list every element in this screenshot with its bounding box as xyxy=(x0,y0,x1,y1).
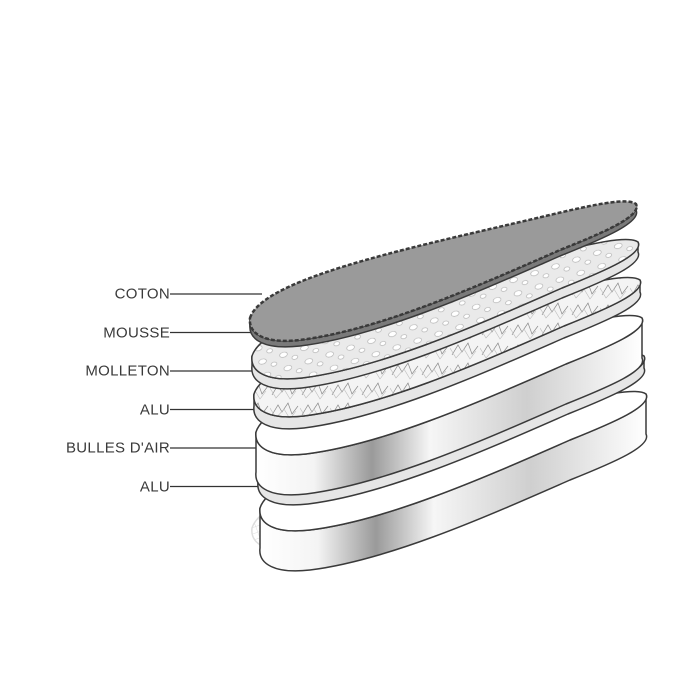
layer-label-bulles: BULLES D'AIR xyxy=(65,439,170,457)
layer-label-alu: ALU xyxy=(139,401,170,418)
layer-label-alu: ALU xyxy=(139,478,170,495)
layer-label-mousse: MOUSSE xyxy=(103,324,170,341)
layer-label-coton: COTON xyxy=(114,285,170,303)
layer-top-coton xyxy=(248,200,638,343)
layer-label-molleton: MOLLETON xyxy=(85,362,170,380)
